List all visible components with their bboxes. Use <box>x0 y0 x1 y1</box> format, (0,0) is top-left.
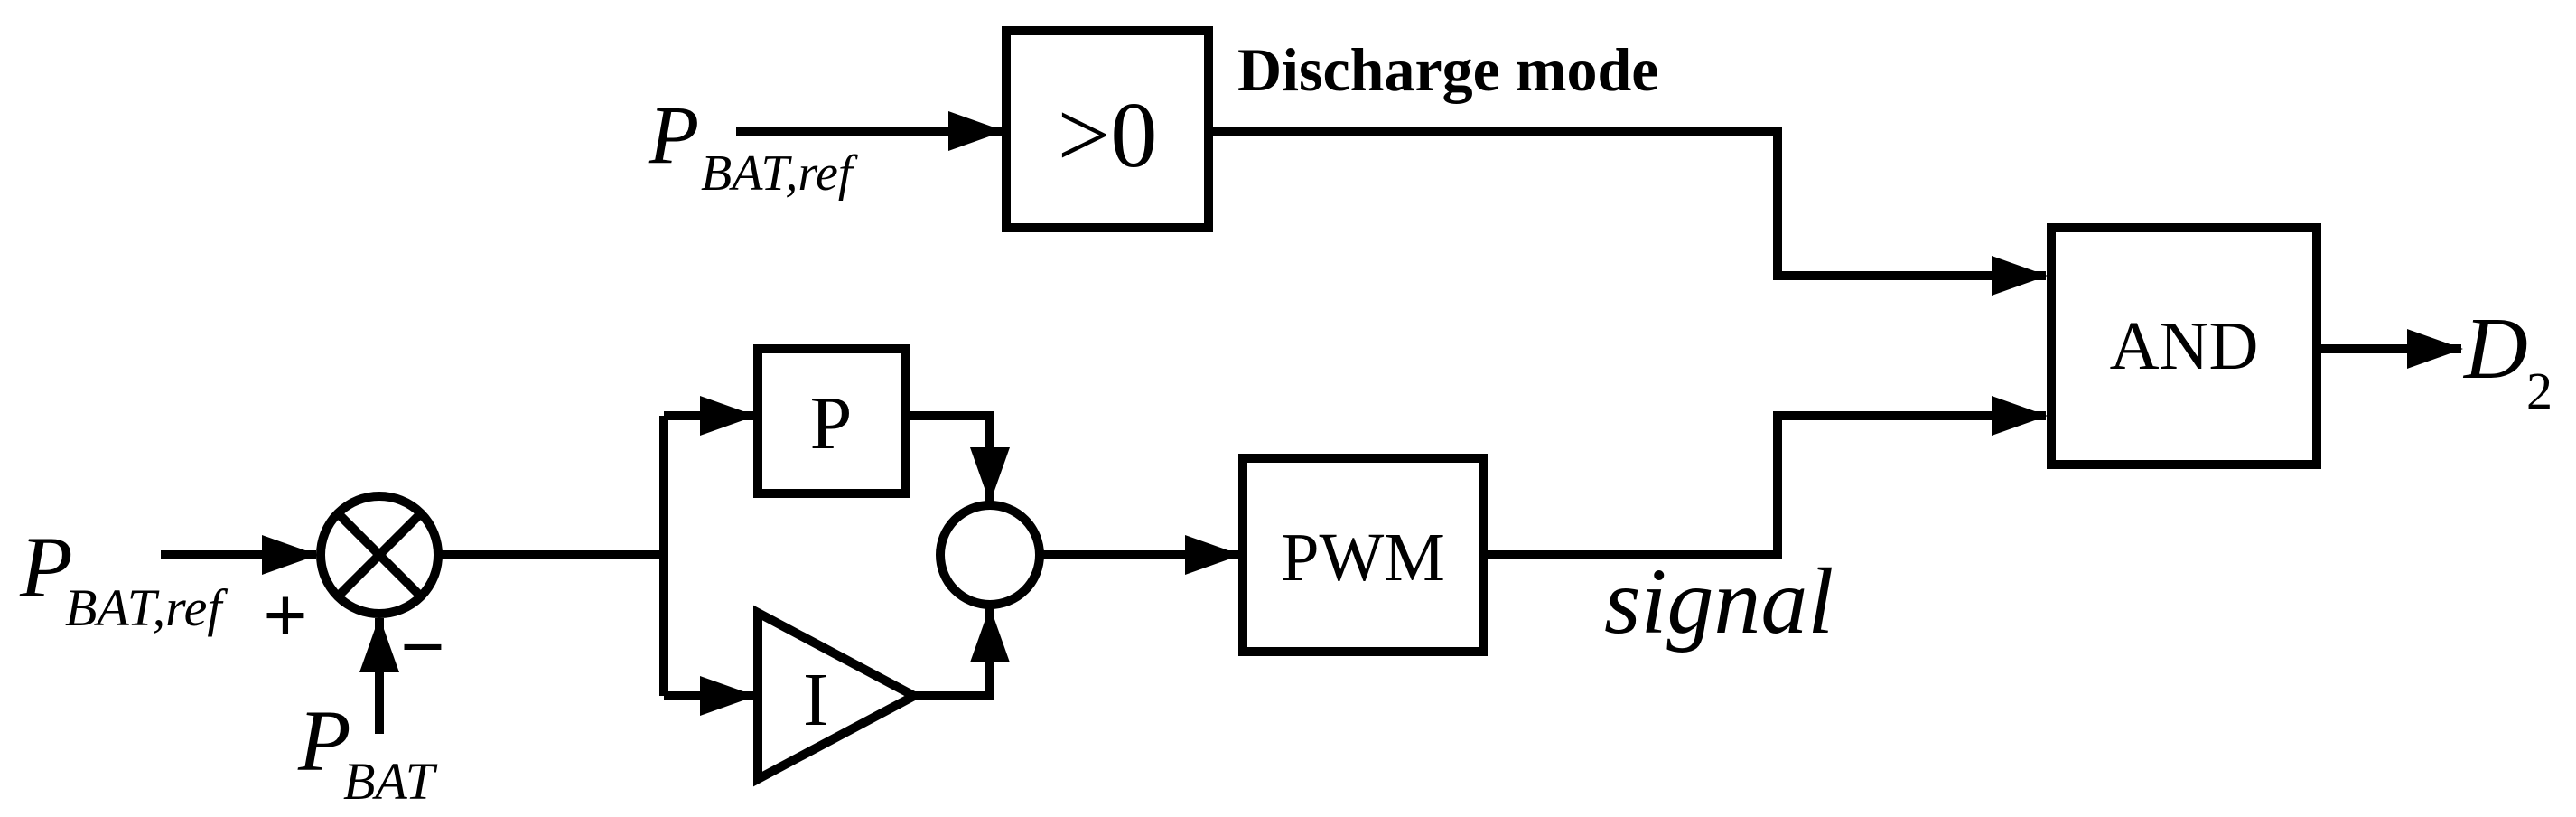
and-gate-label: AND <box>2110 308 2259 384</box>
plus-sign: + <box>263 572 308 660</box>
output-subscript: 2 <box>2526 362 2553 420</box>
bottom-input-subscript: BAT,ref <box>65 578 228 637</box>
output-main: D <box>2462 300 2528 398</box>
integral-label: I <box>803 658 828 742</box>
output-signal: D 2 <box>2462 300 2553 420</box>
and-gate-block <box>2047 223 2321 469</box>
integral-block <box>753 605 924 787</box>
summing-junction <box>316 492 443 618</box>
discharge-mode-label: Discharge mode <box>1237 35 1658 104</box>
feedback-signal: P BAT <box>297 692 438 811</box>
feedback-main: P <box>297 692 351 789</box>
top-input-main: P <box>648 89 699 181</box>
comparator-label: >0 <box>1058 83 1158 187</box>
discharge-mode-wire <box>1209 127 2048 296</box>
feedback-subscript: BAT <box>343 752 438 811</box>
top-input-subscript: BAT,ref <box>701 146 859 202</box>
proportional-label: P <box>810 381 853 465</box>
minus-sign: − <box>400 604 445 691</box>
bottom-input-main: P <box>19 519 73 615</box>
proportional-block <box>753 344 910 498</box>
adder-junction <box>936 501 1044 609</box>
p-to-adder-wire <box>905 411 1010 503</box>
top-input-signal: P BAT,ref <box>648 89 859 202</box>
pwm-signal-label: signal <box>1604 549 1834 653</box>
pwm-label: PWM <box>1281 520 1445 596</box>
pwm-signal-wire <box>1483 396 2048 559</box>
bottom-input-signal: P BAT,ref <box>19 519 228 637</box>
i-to-adder-wire <box>914 606 1010 700</box>
